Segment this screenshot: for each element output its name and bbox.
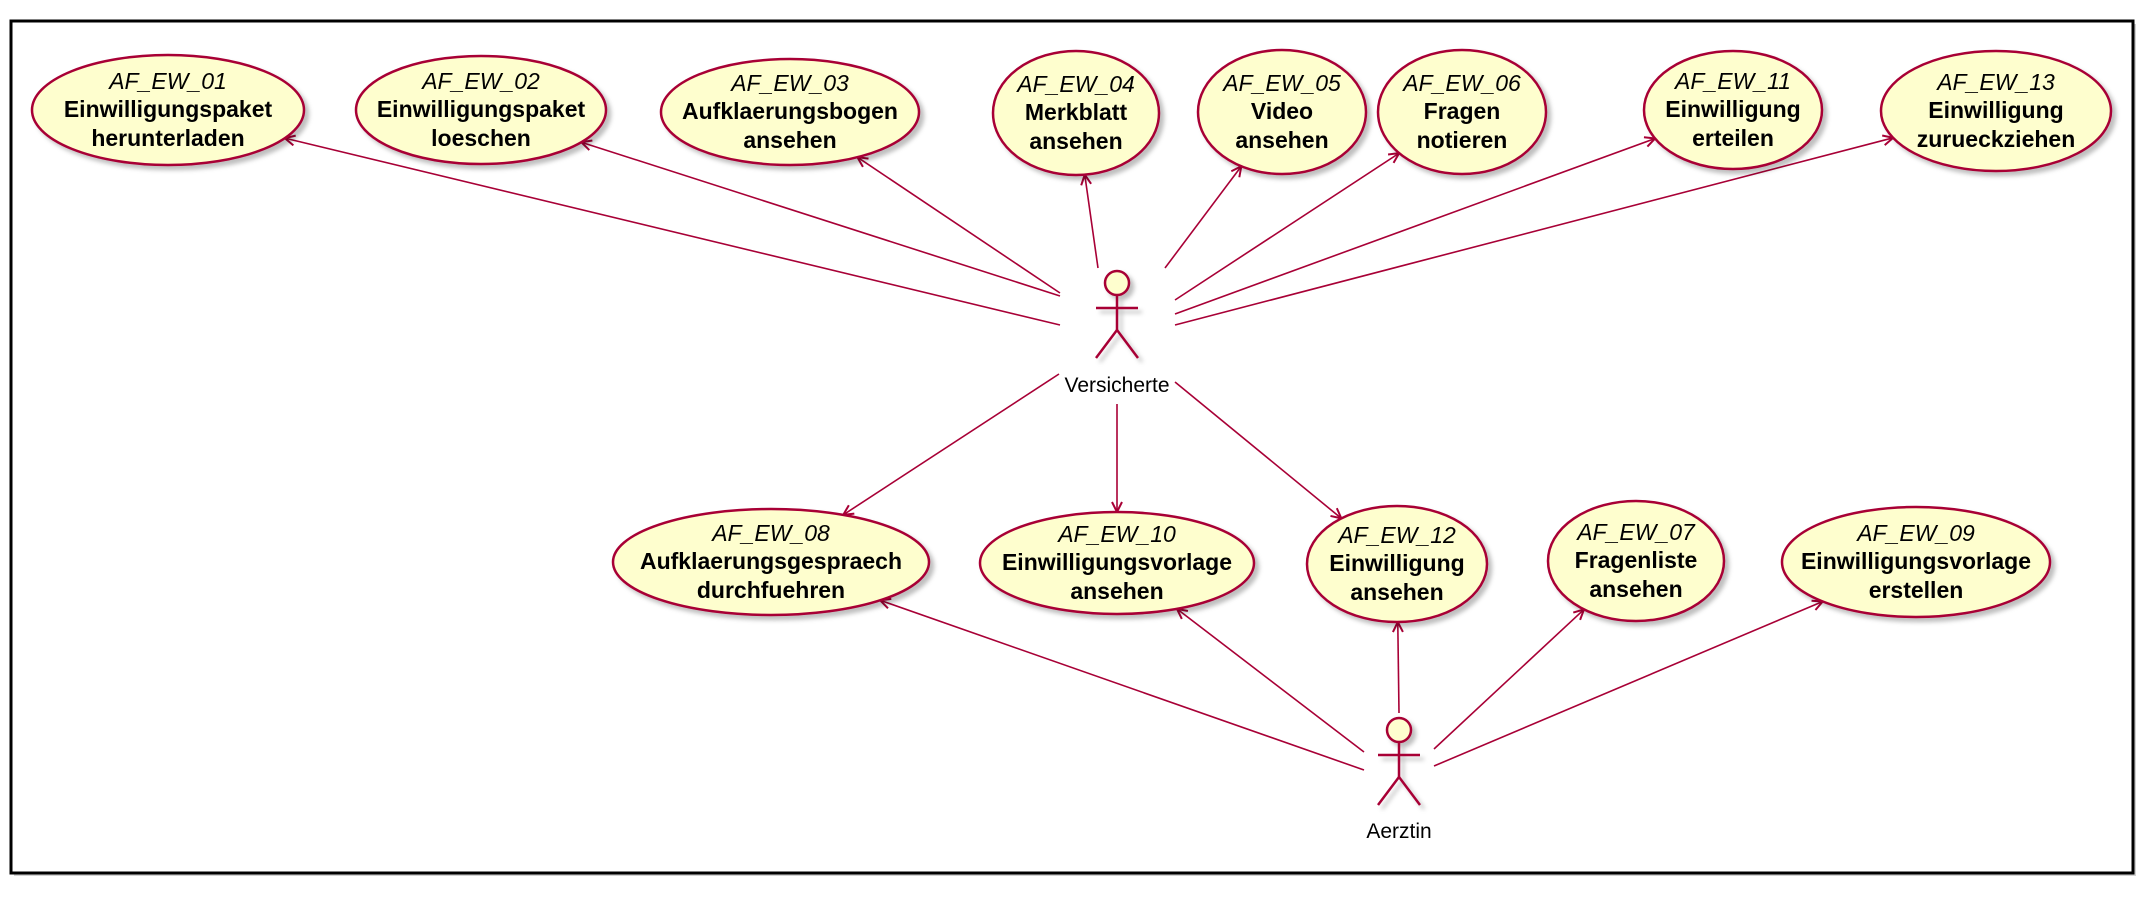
use-case-id: AF_EW_08	[710, 520, 830, 546]
actor-label: Aerztin	[1366, 820, 1431, 843]
use-case-id: AF_EW_01	[107, 68, 227, 94]
association-versicherte-af-ew-04	[1085, 175, 1099, 269]
use-case-ellipse	[1642, 49, 1824, 171]
use-case-ellipse	[611, 507, 931, 617]
use-cases-layer: AF_EW_01EinwilligungspaketherunterladenA…	[30, 48, 2113, 624]
actor-label: Versicherte	[1064, 374, 1169, 397]
association-versicherte-af-ew-01	[285, 138, 1061, 326]
association-versicherte-af-ew-05	[1164, 166, 1241, 269]
use-case-name-line1: Einwilligungspaket	[377, 96, 586, 122]
stick-figure-icon	[1377, 716, 1421, 806]
use-case-ellipse	[659, 57, 921, 167]
use-case-id: AF_EW_10	[1056, 521, 1176, 547]
use-case-name-line1: Einwilligungspaket	[64, 96, 273, 122]
stick-figure-icon	[1095, 269, 1139, 359]
association-versicherte-af-ew-02	[581, 142, 1061, 297]
use-case-name-line2: loeschen	[431, 125, 531, 151]
use-case-name-line2: erstellen	[1869, 577, 1964, 603]
use-case-name-line1: Video	[1251, 98, 1313, 124]
association-aerztin-af-ew-09	[1433, 601, 1823, 767]
association-versicherte-af-ew-11	[1174, 138, 1655, 315]
use-case-name-line2: ansehen	[1029, 128, 1122, 154]
use-case-id: AF_EW_12	[1336, 522, 1456, 548]
use-case-name-line2: ansehen	[1070, 578, 1163, 604]
use-case-ellipse	[978, 510, 1256, 616]
use-case-ellipse	[991, 49, 1161, 177]
use-case-ellipse	[1780, 505, 2052, 619]
use-case-id: AF_EW_13	[1935, 69, 2055, 95]
association-aerztin-af-ew-08	[880, 600, 1365, 771]
use-case-name-line1: Aufklaerungsbogen	[682, 98, 898, 124]
actor-versicherte[interactable]: Versicherte	[1064, 269, 1170, 397]
use-case-id: AF_EW_09	[1855, 520, 1975, 546]
association-versicherte-af-ew-13	[1174, 138, 1893, 326]
use-case-name-line1: Einwilligung	[1329, 550, 1464, 576]
associations-layer	[285, 138, 1893, 771]
association-aerztin-af-ew-12	[1398, 622, 1399, 714]
use-case-name-line2: herunterladen	[91, 125, 244, 151]
use-case-name-line2: ansehen	[1235, 127, 1328, 153]
actor-aerztin[interactable]: Aerztin	[1366, 716, 1432, 843]
use-case-name-line1: Einwilligung	[1665, 96, 1800, 122]
association-versicherte-af-ew-08	[843, 373, 1060, 515]
association-versicherte-af-ew-12	[1174, 381, 1341, 518]
association-aerztin-af-ew-10	[1177, 609, 1365, 753]
use-case-id: AF_EW_02	[420, 68, 540, 94]
use-case-ellipse	[1196, 48, 1368, 176]
use-case-name-line2: ansehen	[1589, 576, 1682, 602]
use-case-name-line2: ansehen	[1350, 579, 1443, 605]
use-case-name-line1: Einwilligungsvorlage	[1801, 548, 2031, 574]
use-case-name-line1: Merkblatt	[1025, 99, 1128, 125]
use-case-ellipse	[1376, 48, 1548, 176]
use-case-name-line1: Einwilligungsvorlage	[1002, 549, 1232, 575]
use-case-name-line2: zurueckziehen	[1917, 126, 2076, 152]
use-case-id: AF_EW_11	[1673, 68, 1791, 94]
use-case-name-line2: erteilen	[1692, 125, 1774, 151]
use-case-name-line2: durchfuehren	[697, 577, 845, 603]
use-case-name-line1: Fragen	[1424, 98, 1501, 124]
use-case-id: AF_EW_07	[1575, 519, 1696, 545]
use-case-id: AF_EW_06	[1401, 70, 1521, 96]
association-versicherte-af-ew-03	[857, 157, 1061, 294]
use-case-id: AF_EW_03	[729, 70, 849, 96]
use-case-id: AF_EW_04	[1015, 71, 1135, 97]
association-aerztin-af-ew-07	[1433, 609, 1584, 750]
use-case-ellipse	[1546, 499, 1726, 623]
use-case-id: AF_EW_05	[1221, 70, 1341, 96]
use-case-ellipse	[1305, 504, 1489, 624]
use-case-ellipse	[1879, 49, 2113, 173]
use-case-name-line1: Fragenliste	[1575, 547, 1698, 573]
use-case-name-line2: ansehen	[743, 127, 836, 153]
use-case-name-line1: Aufklaerungsgespraech	[640, 548, 902, 574]
use-case-ellipse	[354, 54, 608, 166]
use-case-ellipse	[30, 53, 306, 167]
use-case-name-line2: notieren	[1417, 127, 1508, 153]
use-case-name-line1: Einwilligung	[1928, 97, 2063, 123]
association-versicherte-af-ew-06	[1174, 153, 1399, 301]
